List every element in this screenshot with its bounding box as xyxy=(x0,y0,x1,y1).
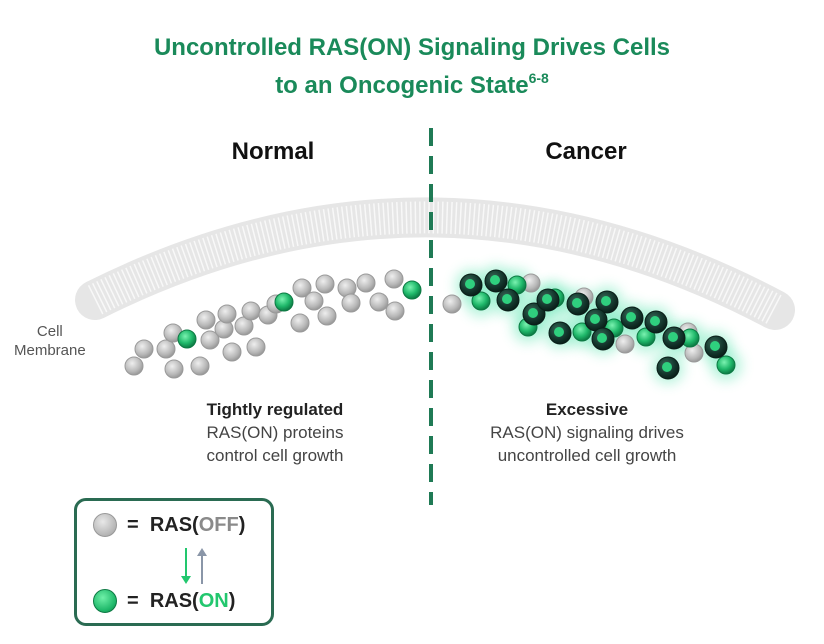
ras-off-protein xyxy=(164,359,184,379)
ras-on-protein-core xyxy=(465,279,475,289)
ras-off-protein xyxy=(217,304,237,324)
arrow-down-head xyxy=(181,576,191,584)
legend-on-prefix: RAS( xyxy=(149,589,199,612)
ras-on-protein-core xyxy=(601,296,611,306)
ras-off-protein xyxy=(241,301,261,321)
cancer-caption-bold: Excessive xyxy=(545,400,629,419)
title-text-line1: Uncontrolled RAS(ON) Signaling Drives Ce… xyxy=(153,34,671,61)
ras-on-protein xyxy=(402,280,422,300)
ras-off-protein xyxy=(317,306,337,326)
cancer-caption-line2: RAS(ON) signaling drives xyxy=(490,423,684,442)
membrane-label-line1: Cell xyxy=(36,323,63,340)
ras-off-protein xyxy=(222,342,242,362)
ras-on-protein xyxy=(636,327,656,347)
ras-off-dot-icon xyxy=(93,513,117,537)
ras-off-protein xyxy=(134,339,154,359)
normal-caption-line2: RAS(ON) proteins xyxy=(206,423,344,442)
ras-off-protein xyxy=(315,274,335,294)
normal-caption: Tightly regulated RAS(ON) proteins contr… xyxy=(155,398,395,467)
normal-proteins-group xyxy=(124,269,422,379)
legend-row-off: = RAS(OFF) xyxy=(93,513,245,537)
ras-off-protein xyxy=(292,278,312,298)
diagram-title-line2: to an Oncogenic State6-8 xyxy=(0,63,824,101)
ras-on-protein xyxy=(274,292,294,312)
legend-on-suffix: ) xyxy=(228,589,236,612)
ras-off-protein xyxy=(246,337,266,357)
ras-on-protein-core xyxy=(542,294,552,304)
ras-on-protein-core xyxy=(502,294,512,304)
normal-heading: Normal xyxy=(231,138,315,165)
normal-caption-line3: control cell growth xyxy=(206,446,344,465)
ras-on-protein-core xyxy=(710,341,720,351)
ras-off-protein xyxy=(341,293,361,313)
ras-on-protein-core xyxy=(597,333,607,343)
diagram-title-line1: Uncontrolled RAS(ON) Signaling Drives Ce… xyxy=(0,33,824,63)
title-text-line2: to an Oncogenic State xyxy=(275,72,529,99)
ras-on-protein-core xyxy=(668,332,678,342)
legend-off-suffix: ) xyxy=(238,513,246,536)
ras-on-protein-core xyxy=(554,327,564,337)
ras-off-protein xyxy=(156,339,176,359)
ras-on-dot-icon xyxy=(93,589,117,613)
cancer-caption: Excessive RAS(ON) signaling drives uncon… xyxy=(452,398,722,467)
ras-on-protein-core xyxy=(662,362,672,372)
ras-off-protein xyxy=(615,334,635,354)
ras-off-protein xyxy=(196,310,216,330)
cancer-caption-line3: uncontrolled cell growth xyxy=(497,446,677,465)
ras-on-protein xyxy=(572,322,592,342)
arrow-up-head xyxy=(197,548,207,556)
legend-equals-on: = xyxy=(127,589,139,612)
ras-on-protein-core xyxy=(590,314,600,324)
legend-off-state: OFF xyxy=(198,513,239,536)
ras-off-protein xyxy=(442,294,462,314)
legend-row-on: = RAS(ON) xyxy=(93,589,235,613)
ras-off-protein xyxy=(356,273,376,293)
ras-on-protein-core xyxy=(490,275,500,285)
ras-off-protein xyxy=(304,291,324,311)
ras-on-protein-core xyxy=(572,298,582,308)
cancer-heading: Cancer xyxy=(545,138,627,165)
legend-off-prefix: RAS( xyxy=(149,513,199,536)
ras-on-protein-core xyxy=(528,308,538,318)
cancer-proteins-group xyxy=(442,269,736,380)
legend-box: = RAS(OFF) = RAS(ON) xyxy=(74,498,274,626)
normal-caption-bold: Tightly regulated xyxy=(206,400,344,419)
ras-on-protein xyxy=(177,329,197,349)
ras-off-protein xyxy=(200,330,220,350)
membrane-label-line2: Membrane xyxy=(14,342,86,359)
ras-off-protein xyxy=(369,292,389,312)
title-citation: 6-8 xyxy=(528,70,549,86)
cell-membrane-band xyxy=(75,197,795,330)
ras-on-protein xyxy=(471,291,491,311)
ras-on-protein-core xyxy=(626,312,636,322)
cell-membrane-label: Cell Membrane xyxy=(14,322,86,360)
legend-equals-off: = xyxy=(127,513,139,536)
ras-on-protein-core xyxy=(650,316,660,326)
ras-off-protein xyxy=(190,356,210,376)
ras-off-protein xyxy=(290,313,310,333)
ras-on-protein xyxy=(716,355,736,375)
ras-off-protein xyxy=(385,301,405,321)
ras-off-protein xyxy=(124,356,144,376)
legend-on-state: ON xyxy=(198,589,229,612)
ras-off-protein xyxy=(384,269,404,289)
